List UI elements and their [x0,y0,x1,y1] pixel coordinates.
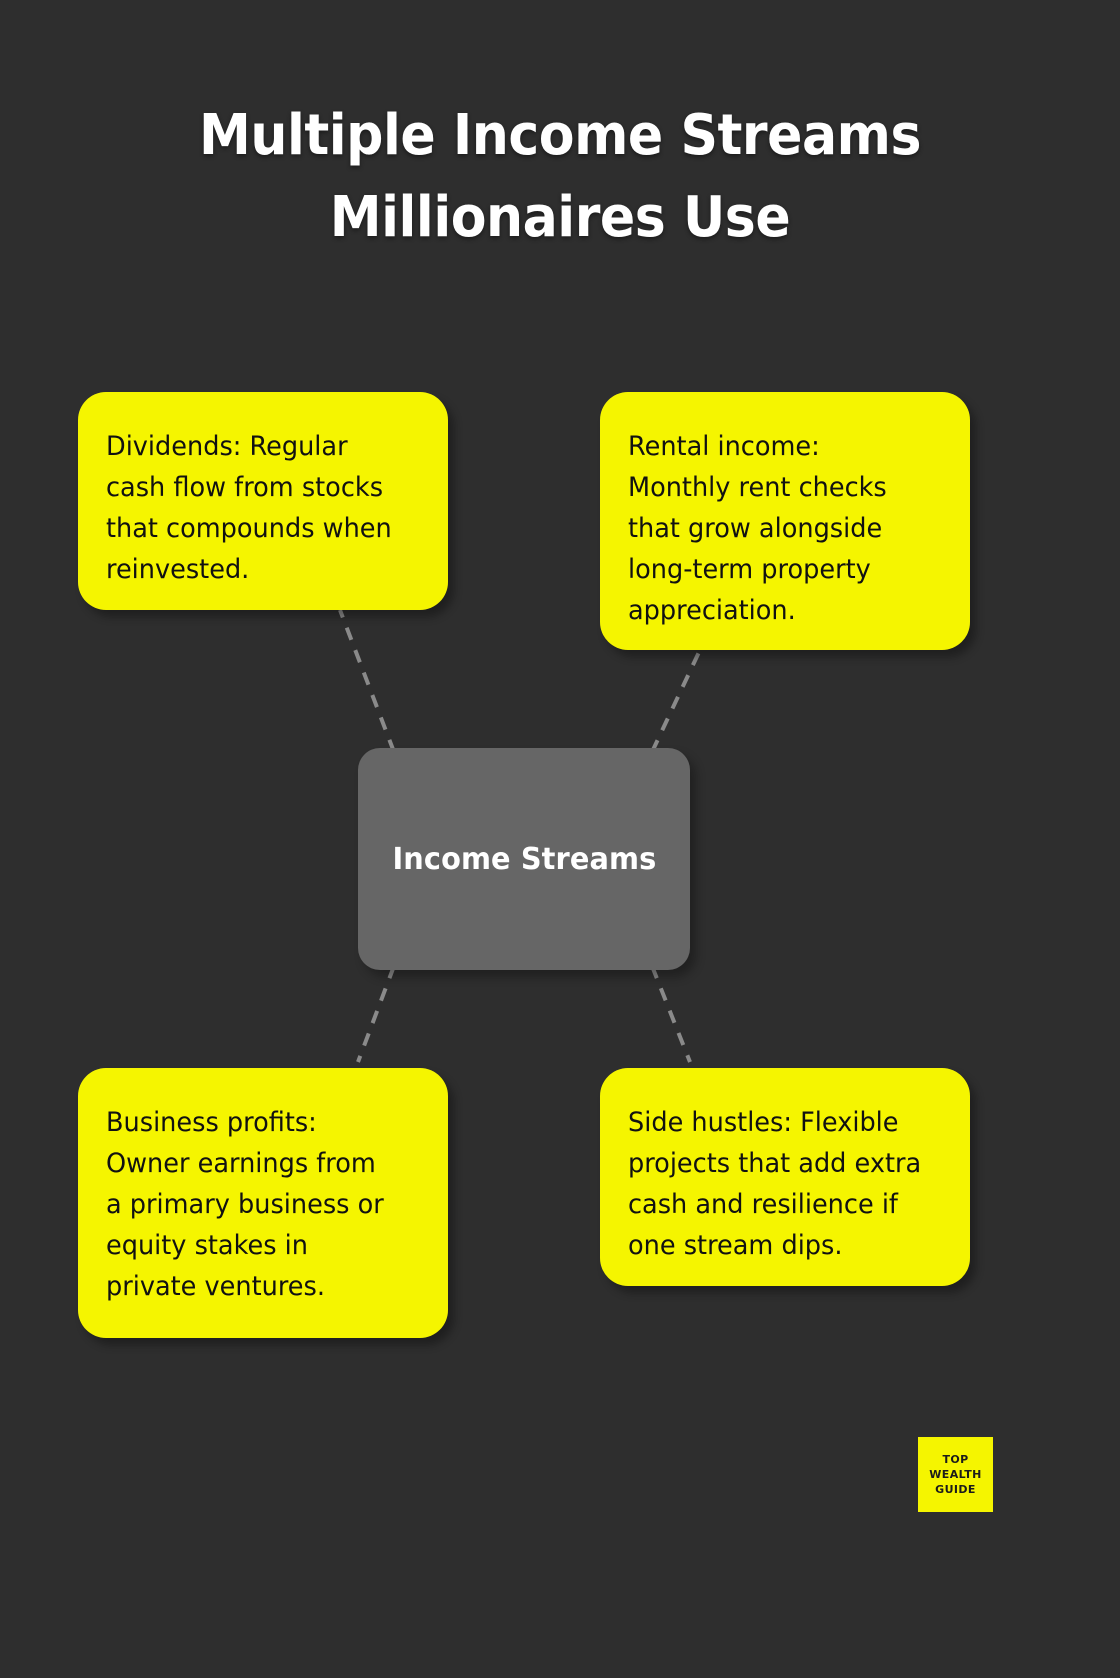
brand-logo-line-1: TOP [942,1452,969,1466]
page-title: Multiple Income Streams Millionaires Use [0,95,1120,259]
card-side-hustles-text: Side hustles: Flexible projects that add… [628,1107,922,1261]
connector-hub-to-rental [650,649,702,753]
card-dividends[interactable]: Dividends: Regular cash flow from stocks… [78,392,448,610]
connector-hub-to-dividends [338,609,396,753]
card-dividends-text: Dividends: Regular cash flow from stocks… [106,431,392,585]
title-line-1: Multiple Income Streams [198,103,922,168]
brand-logo: TOP WEALTH GUIDE [918,1437,993,1512]
center-node-label: Income Streams [392,841,656,877]
title-line-2: Millionaires Use [329,185,791,250]
card-rental-income[interactable]: Rental income: Monthly rent checks that … [600,392,970,650]
brand-logo-line-2: WEALTH [929,1467,982,1481]
card-rental-income-text: Rental income: Monthly rent checks that … [628,431,887,626]
card-side-hustles[interactable]: Side hustles: Flexible projects that add… [600,1068,970,1286]
card-business-profits-text: Business profits: Owner earnings from a … [106,1107,384,1302]
connector-hub-to-business [356,965,396,1063]
connector-hub-to-side-hustles [650,965,692,1063]
brand-logo-line-3: GUIDE [935,1482,976,1496]
card-business-profits[interactable]: Business profits: Owner earnings from a … [78,1068,448,1338]
center-node-income-streams[interactable]: Income Streams [358,748,690,970]
